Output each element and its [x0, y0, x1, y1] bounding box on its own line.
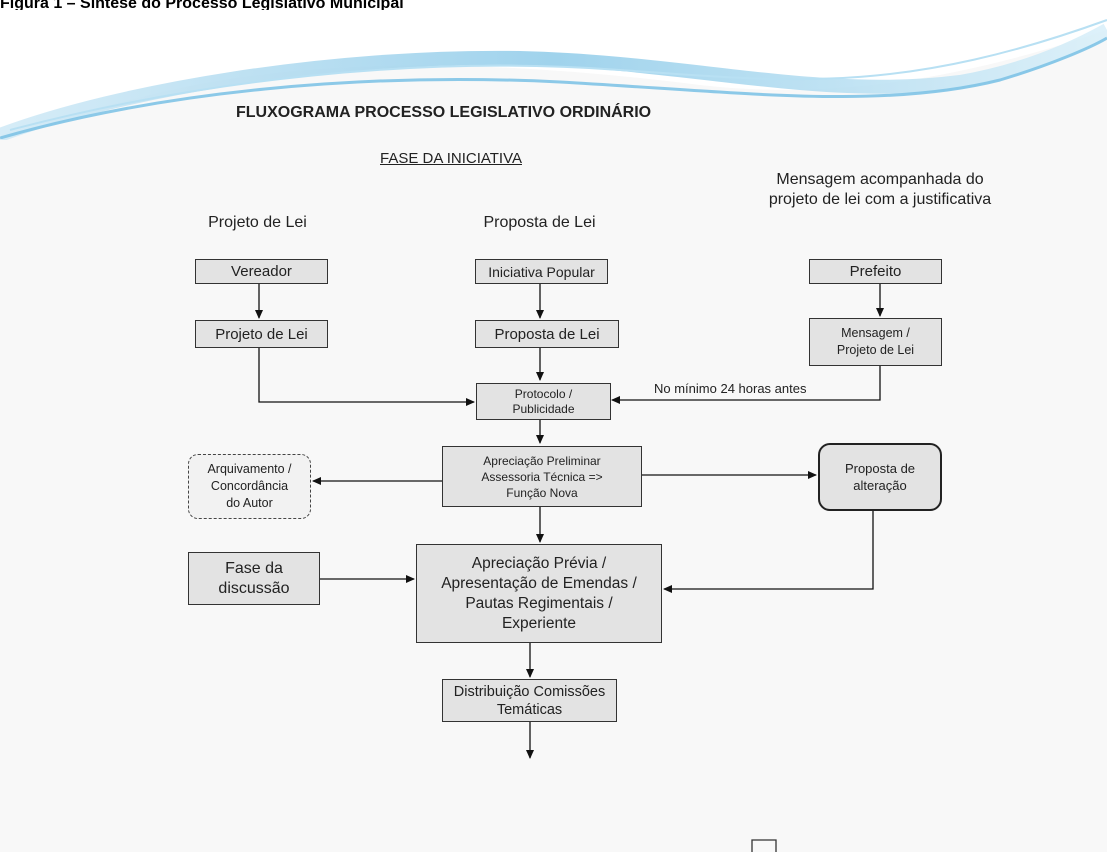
node-proposta-alteracao: Proposta de alteração — [818, 443, 942, 511]
arrow-projeto-protocolo — [258, 348, 475, 406]
arrow-mensagem-protocolo — [611, 366, 881, 404]
left-column-heading: Projeto de Lei — [208, 214, 307, 231]
node-distribuicao-comissoes: Distribuição Comissões Temáticas — [442, 679, 617, 722]
figure-caption: Figura 1 – Síntese do Processo Legislati… — [0, 0, 404, 12]
node-projeto-de-lei: Projeto de Lei — [195, 320, 328, 348]
decorative-wave — [0, 10, 1107, 140]
node-iniciativa-popular: Iniciativa Popular — [475, 259, 608, 284]
diagram-title: FLUXOGRAMA PROCESSO LEGISLATIVO ORDINÁRI… — [236, 104, 652, 121]
node-apreciacao-preliminar: Apreciação Preliminar Assessoria Técnica… — [442, 446, 642, 507]
center-column-heading: Proposta de Lei — [483, 214, 596, 231]
node-prefeito: Prefeito — [809, 259, 942, 284]
node-arquivamento: Arquivamento / Concordância do Autor — [188, 454, 311, 519]
node-apreciacao-previa: Apreciação Prévia / Apresentação de Emen… — [416, 544, 662, 643]
arrow-alteracao-previa — [663, 511, 874, 593]
phase-heading: FASE DA INICIATIVA — [380, 150, 522, 167]
right-column-heading: Mensagem acompanhada do projeto de lei c… — [768, 171, 992, 208]
node-vereador: Vereador — [195, 259, 328, 284]
edge-label-24h: No mínimo 24 horas antes — [654, 381, 807, 396]
node-proposta-de-lei: Proposta de Lei — [475, 320, 619, 348]
node-mensagem-projeto: Mensagem / Projeto de Lei — [809, 318, 942, 366]
node-protocolo: Protocolo / Publicidade — [476, 383, 611, 420]
offpage-connector — [751, 839, 777, 852]
node-fase-discussao: Fase da discussão — [188, 552, 320, 605]
